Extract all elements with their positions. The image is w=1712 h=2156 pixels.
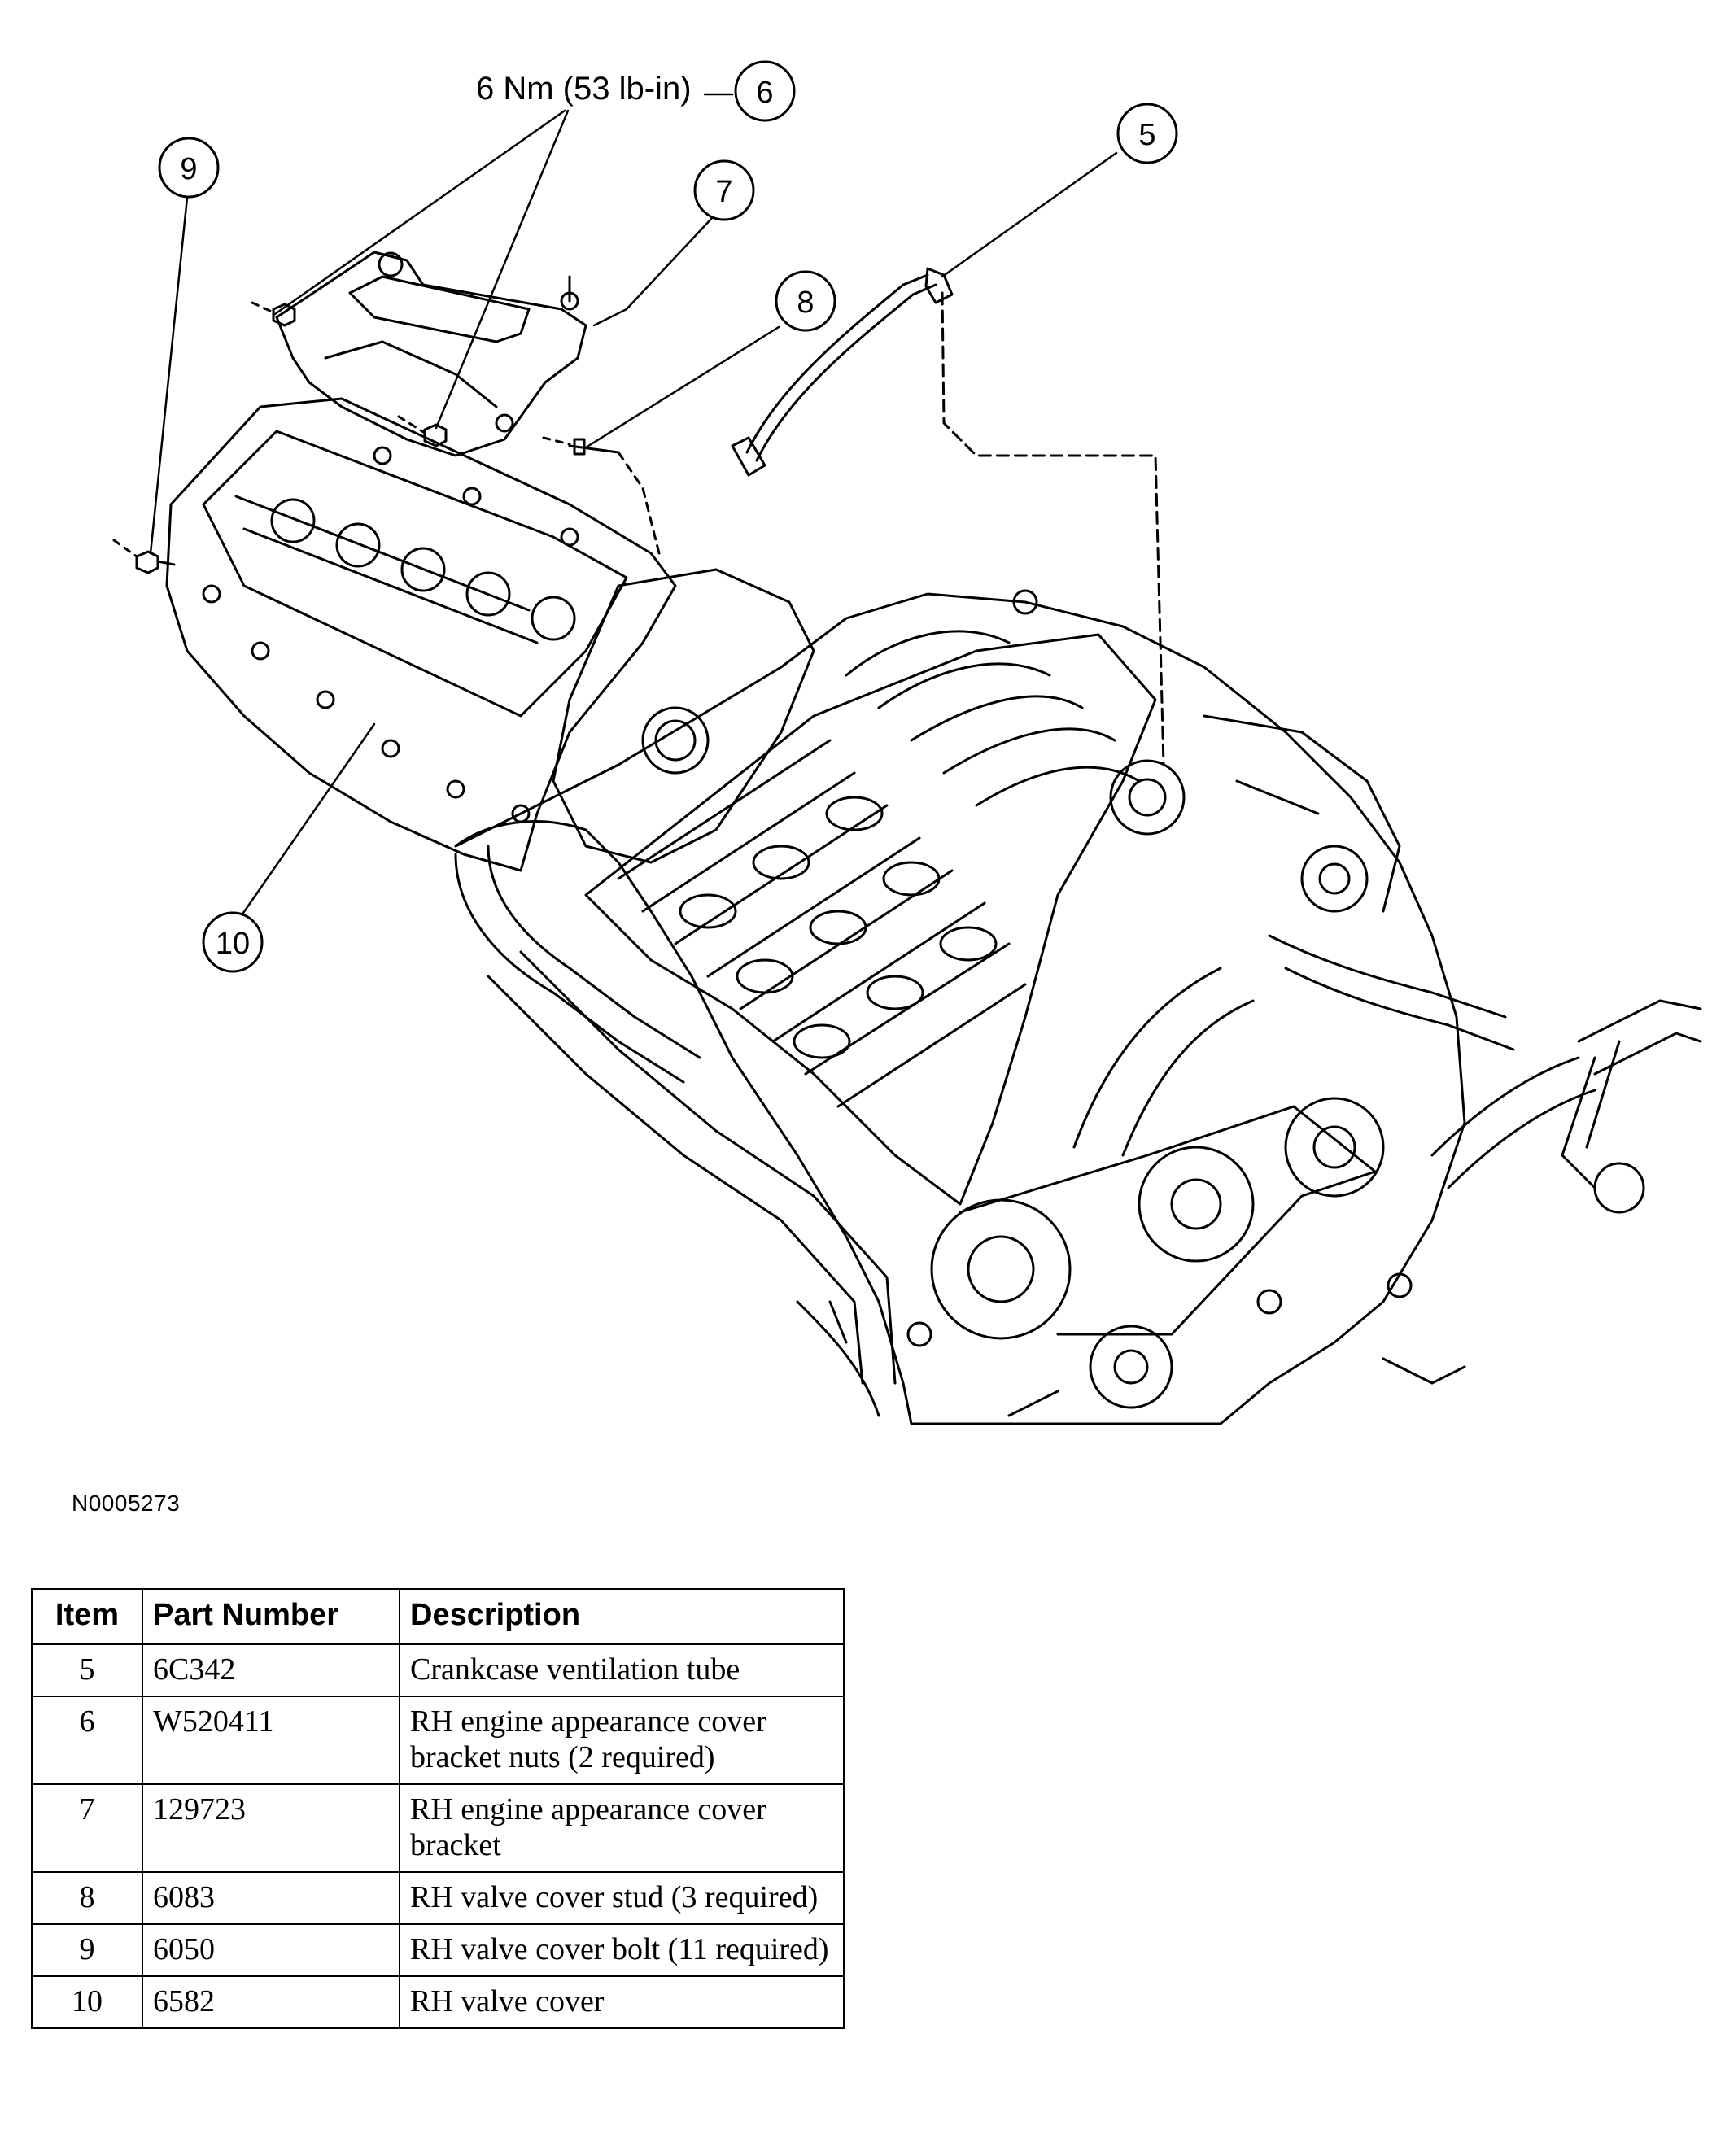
- callout-7: 7: [693, 159, 755, 221]
- part-number-cell: 129723: [142, 1783, 400, 1873]
- leader-lines: [149, 93, 1118, 917]
- item-cell: 8: [31, 1871, 143, 1925]
- description-cell: RH valve cover stud (3 required): [399, 1871, 845, 1925]
- valve-cover: [165, 397, 815, 872]
- table-row: 5 6C342 Crankcase ventilation tube: [31, 1643, 845, 1697]
- svg-text:7: 7: [715, 175, 732, 209]
- valve-cover-stud: [542, 436, 661, 555]
- valve-cover-bolt: [112, 539, 176, 574]
- torque-spec: 6 Nm (53 lb-in): [476, 71, 692, 107]
- item-cell: 6: [31, 1696, 143, 1785]
- part-number-cell: W520411: [142, 1696, 400, 1785]
- part-number-cell: 6083: [142, 1871, 400, 1925]
- table-row: 8 6083 RH valve cover stud (3 required): [31, 1871, 845, 1925]
- part-number-cell: 6C342: [142, 1643, 400, 1697]
- item-cell: 10: [31, 1975, 143, 2029]
- svg-text:9: 9: [180, 152, 197, 186]
- svg-text:6: 6: [756, 76, 773, 110]
- table-row: 9 6050 RH valve cover bolt (11 required): [31, 1923, 845, 1977]
- item-cell: 9: [31, 1923, 143, 1977]
- engine-exploded-diagram: 6 Nm (53 lb-in) 6 5 9 7 8 10: [112, 60, 1702, 1425]
- engine-assembly: [454, 589, 1702, 1425]
- description-cell: RH valve cover: [399, 1975, 845, 2029]
- callout-9: 9: [158, 137, 220, 199]
- parts-table: Item Part Number Description 5 6C342 Cra…: [31, 1588, 845, 2029]
- description-cell: Crankcase ventilation tube: [399, 1643, 845, 1697]
- bracket-nut-lower: [397, 415, 448, 447]
- callout-5: 5: [1116, 103, 1178, 164]
- svg-text:10: 10: [216, 927, 250, 961]
- description-cell: RH valve cover bolt (11 required): [399, 1923, 845, 1977]
- table-header-row: Item Part Number Description: [31, 1588, 845, 1645]
- item-cell: 7: [31, 1783, 143, 1873]
- callout-10: 10: [202, 911, 264, 973]
- header-part-number: Part Number: [142, 1588, 400, 1645]
- description-cell: RH engine appearance cover bracket nuts …: [399, 1696, 845, 1785]
- part-number-cell: 6582: [142, 1975, 400, 2029]
- svg-text:5: 5: [1138, 118, 1155, 152]
- figure-id: N0005273: [72, 1490, 181, 1516]
- svg-text:8: 8: [797, 286, 814, 320]
- appearance-cover-bracket: [275, 251, 587, 457]
- part-number-cell: 6050: [142, 1923, 400, 1977]
- item-cell: 5: [31, 1643, 143, 1697]
- crankcase-ventilation-tube: [731, 267, 1165, 766]
- table-row: 6 W520411 RH engine appearance cover bra…: [31, 1696, 845, 1785]
- callout-6: 6: [734, 60, 796, 122]
- callout-8: 8: [775, 270, 836, 332]
- description-cell: RH engine appearance cover bracket: [399, 1783, 845, 1873]
- header-item: Item: [31, 1588, 143, 1645]
- header-description: Description: [399, 1588, 845, 1645]
- table-row: 7 129723 RH engine appearance cover brac…: [31, 1783, 845, 1873]
- bracket-nut-upper: [251, 301, 296, 327]
- table-row: 10 6582 RH valve cover: [31, 1975, 845, 2029]
